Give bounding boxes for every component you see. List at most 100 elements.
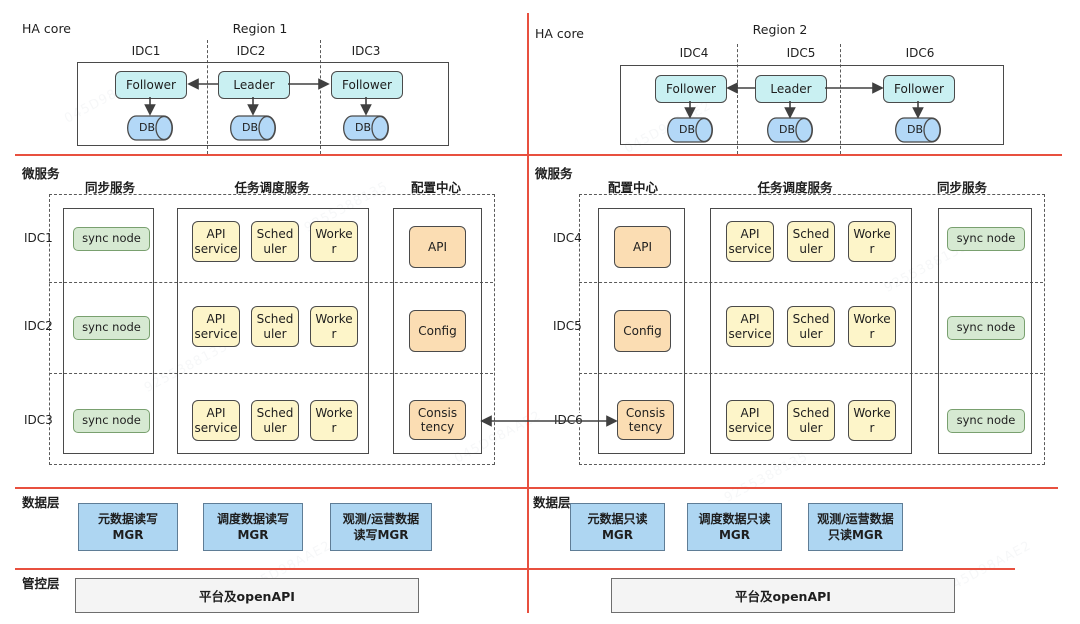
scheduler-node: Sched uler [251, 306, 299, 347]
idc2-label-top: IDC2 [236, 44, 266, 58]
task-scheduling-header: 任务调度服务 [234, 180, 310, 195]
sync-node: sync node [73, 409, 150, 433]
sync-service-column-box [938, 208, 1032, 454]
api-node: API [614, 226, 671, 268]
region1-box [77, 62, 449, 146]
scheduler-node: Sched uler [787, 306, 835, 347]
api-service-node: API service [726, 306, 774, 347]
api-node: API [409, 226, 466, 268]
sync-node: sync node [947, 409, 1025, 433]
worker-node: Worke r [848, 306, 896, 347]
scheduler-node: Sched uler [251, 221, 299, 262]
scheduler-node: Sched uler [787, 221, 835, 262]
divider-data-mgmt-red [15, 568, 1015, 570]
follower-node: Follower [883, 75, 955, 103]
db-cylinder: DB [230, 115, 276, 141]
micro-left-outer-dashed-box [49, 194, 495, 465]
idc2-row-label: IDC2 [24, 319, 53, 333]
idc4-label-top: IDC4 [679, 46, 709, 60]
row-separator-dashed [49, 373, 493, 374]
api-service-node: API service [192, 400, 240, 441]
api-service-node: API service [726, 400, 774, 441]
db-cylinder-shape [127, 115, 173, 141]
api-service-node: API service [192, 221, 240, 262]
worker-node: Worke r [310, 221, 358, 262]
scheduler-node: Sched uler [251, 400, 299, 441]
db-cylinder: DB [343, 115, 389, 141]
worker-node: Worke r [310, 306, 358, 347]
microservices-left-label: 微服务 [22, 166, 60, 181]
row-separator-dashed [579, 282, 1043, 283]
row-separator-dashed [579, 373, 1043, 374]
region1-label: Region 1 [232, 21, 288, 36]
divider-vertical-red [527, 13, 529, 613]
config-center-header: 配置中心 [607, 180, 659, 195]
api-service-node: API service [192, 306, 240, 347]
db-label: DB [241, 121, 259, 134]
idc-divider-dashed [840, 44, 841, 154]
sync-node: sync node [947, 316, 1025, 340]
region2-label: Region 2 [752, 22, 808, 37]
sync-node: sync node [947, 227, 1025, 251]
observability-data-rw-mgr: 观测/运营数据 读写MGR [330, 503, 432, 551]
idc-divider-dashed [320, 40, 321, 154]
sync-node: sync node [73, 316, 150, 340]
follower-node: Follower [331, 71, 403, 99]
follower-node: Follower [655, 75, 727, 103]
idc-divider-dashed [737, 44, 738, 154]
config-center-header: 配置中心 [410, 180, 462, 195]
follower-node: Follower [115, 71, 187, 99]
config-node: Config [409, 310, 466, 352]
idc-divider-dashed [207, 40, 208, 154]
sync-service-column-box [63, 208, 154, 454]
task-scheduling-column-box [177, 208, 369, 454]
sync-node: sync node [73, 227, 150, 251]
platform-openapi-box: 平台及openAPI [611, 578, 955, 613]
divider-ha-micro-red [15, 154, 1062, 156]
platform-openapi-box: 平台及openAPI [75, 578, 419, 613]
db-label: DB [678, 123, 696, 136]
divider-micro-data-red [15, 487, 1058, 489]
idc1-label-top: IDC1 [131, 44, 161, 58]
scheduler-node: Sched uler [787, 400, 835, 441]
task-scheduling-column-box [710, 208, 912, 454]
leader-node: Leader [218, 71, 290, 99]
config-center-column-box [393, 208, 482, 454]
db-label: DB [906, 123, 924, 136]
mgmt-layer-label: 管控层 [22, 576, 60, 591]
worker-node: Worke r [310, 400, 358, 441]
row-separator-dashed [49, 282, 493, 283]
db-label: DB [778, 123, 796, 136]
idc6-label-top: IDC6 [905, 46, 935, 60]
microservices-right-label: 微服务 [535, 166, 573, 181]
consistency-node: Consis tency [409, 400, 466, 440]
consistency-node: Consis tency [617, 400, 674, 440]
scheduling-data-rw-mgr: 调度数据读写 MGR [203, 503, 303, 551]
db-label: DB [354, 121, 372, 134]
db-label: DB [138, 121, 156, 134]
leader-node: Leader [755, 75, 827, 103]
db-cylinder: DB [667, 117, 713, 143]
config-node: Config [614, 310, 671, 352]
scheduling-data-ro-mgr: 调度数据只读 MGR [687, 503, 782, 551]
idc6-row-label: IDC6 [551, 413, 586, 427]
metadata-rw-mgr: 元数据读写 MGR [78, 503, 178, 551]
db-cylinder: DB [895, 117, 941, 143]
idc5-label-top: IDC5 [786, 46, 816, 60]
worker-node: Worke r [848, 221, 896, 262]
idc3-label-top: IDC3 [351, 44, 381, 58]
task-scheduling-header: 任务调度服务 [757, 180, 833, 195]
ha-core-left-label: HA core [22, 21, 71, 36]
sync-service-header: 同步服务 [84, 180, 136, 195]
idc3-row-label: IDC3 [24, 413, 53, 427]
config-center-column-box [598, 208, 685, 454]
idc5-row-label: IDC5 [553, 319, 582, 333]
observability-data-ro-mgr: 观测/运营数据 只读MGR [808, 503, 903, 551]
db-cylinder: DB [127, 115, 173, 141]
region2-box [620, 65, 1004, 145]
api-service-node: API service [726, 221, 774, 262]
ha-core-right-label: HA core [535, 26, 584, 41]
idc1-row-label: IDC1 [24, 231, 53, 245]
metadata-ro-mgr: 元数据只读 MGR [570, 503, 665, 551]
